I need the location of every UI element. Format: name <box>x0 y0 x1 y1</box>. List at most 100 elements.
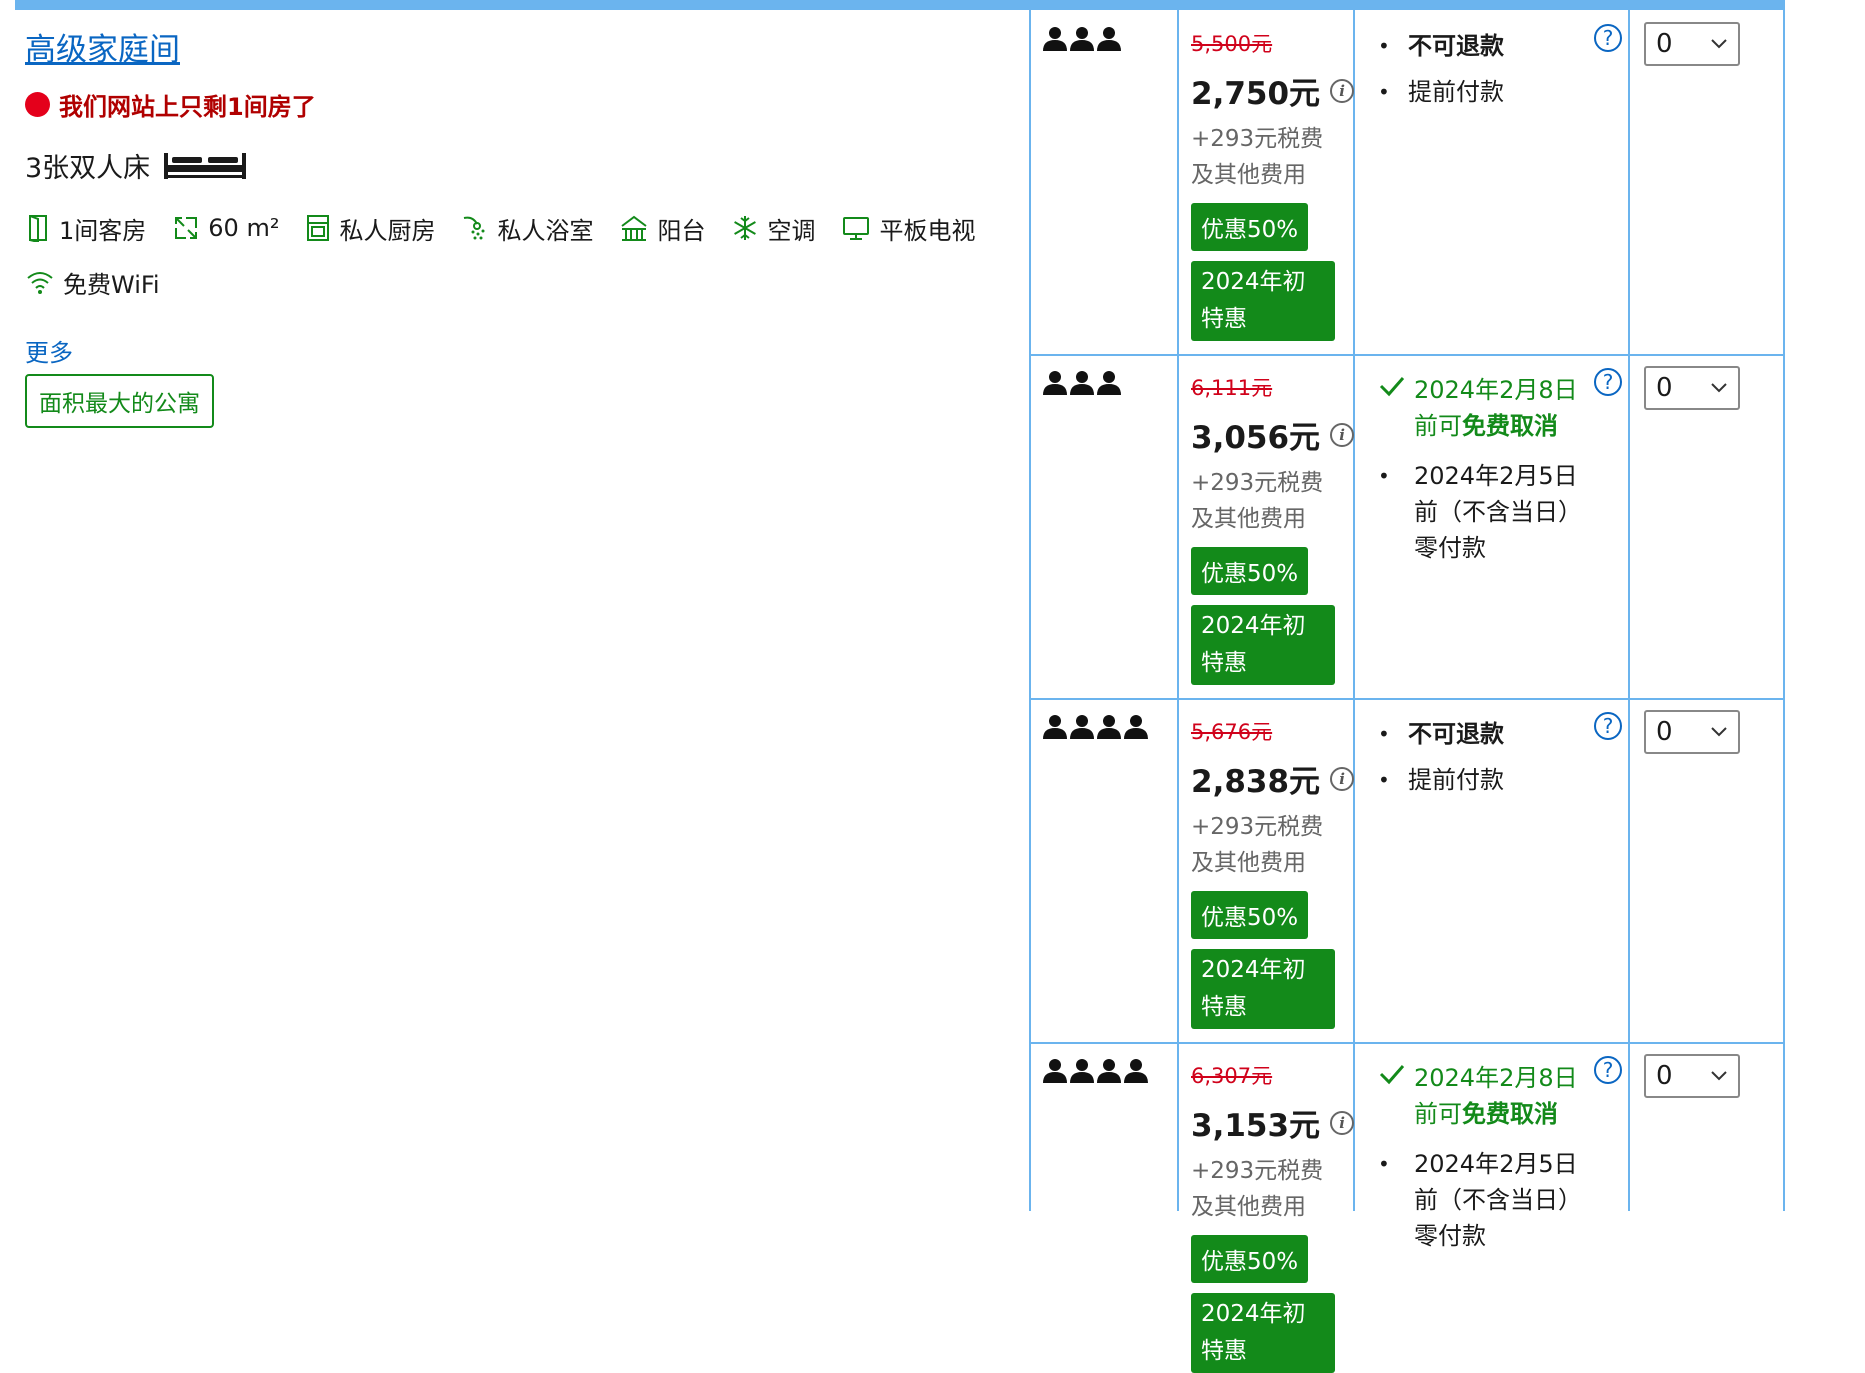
person-icon <box>1070 371 1094 395</box>
info-icon[interactable]: i <box>1330 78 1355 103</box>
person-icon <box>1043 1059 1067 1083</box>
free-cancellation-policy: 2024年2月8日前可免费取消 <box>1378 1060 1598 1132</box>
price-cell: 5,500元 2,750元 i +293元税费及其他费用 优惠50% 2024年… <box>1191 28 1355 341</box>
facility-wifi: 免费WiFi <box>25 267 160 299</box>
grid-line <box>1029 0 1031 1211</box>
info-icon[interactable]: i <box>1330 1110 1355 1135</box>
prepayment-policy: •提前付款 <box>1378 78 1504 106</box>
discount-badge: 优惠50% <box>1191 203 1309 251</box>
facility-rooms: 1间客房 <box>25 213 146 245</box>
resize-icon <box>175 217 198 239</box>
person-icon <box>1097 715 1121 739</box>
facility-bathroom: 私人浴室 <box>461 213 593 245</box>
info-icon[interactable]: i <box>1330 766 1355 791</box>
original-price: 5,676元 <box>1191 720 1273 744</box>
checkmark-icon <box>1379 377 1405 397</box>
tax-info: +293元税费及其他费用 <box>1191 126 1324 188</box>
current-price: 2,750元 <box>1191 76 1321 112</box>
help-icon[interactable]: ? <box>1594 712 1622 740</box>
current-price-row: 2,838元 i <box>1191 756 1355 801</box>
tv-icon <box>843 217 870 240</box>
tax-info: +293元税费及其他费用 <box>1191 1158 1324 1220</box>
no-prepayment-policy: •2024年2月5日前（不含当日）零付款 <box>1378 462 1582 562</box>
current-price-row: 3,056元 i <box>1191 412 1355 457</box>
facilities-list: 1间客房 60 m² 私人厨房 私人浴室 阳台 空调 平板电视 免费WiFi <box>25 213 1025 299</box>
no-prepayment-policy: •2024年2月5日前（不含当日）零付款 <box>1378 1150 1582 1250</box>
shower-icon <box>464 216 485 240</box>
grid-line <box>1353 0 1355 1211</box>
person-icon <box>1070 715 1094 739</box>
room-quantity-select[interactable]: 0 <box>1644 366 1740 410</box>
kitchen-icon <box>307 215 330 241</box>
policy-cell: 2024年2月8日前可免费取消 •2024年2月5日前（不含当日）零付款 <box>1378 1060 1598 1264</box>
bed-text: 3张双人床 <box>25 153 151 184</box>
current-price-row: 2,750元 i <box>1191 68 1355 113</box>
original-price: 6,111元 <box>1191 376 1273 400</box>
snowflake-icon <box>734 216 757 240</box>
room-title-link[interactable]: 高级家庭间 <box>25 32 180 68</box>
facility-balcony: 阳台 <box>619 213 705 245</box>
original-price: 6,307元 <box>1191 1064 1273 1088</box>
room-quantity-select[interactable]: 0 <box>1644 710 1740 754</box>
discount-badge: 优惠50% <box>1191 547 1309 595</box>
facility-tv: 平板电视 <box>841 213 975 245</box>
prepayment-policy: •提前付款 <box>1378 766 1504 794</box>
current-price: 3,153元 <box>1191 1108 1321 1144</box>
grid-line <box>1628 0 1630 1211</box>
room-info: 高级家庭间 我们网站上只剩1间房了 3张双人床 1间客房 60 m² 私人厨房 <box>25 14 1025 428</box>
current-price-row: 3,153元 i <box>1191 1100 1355 1145</box>
urgency-text: 我们网站上只剩1间房了 <box>59 93 316 121</box>
door-icon <box>29 215 47 242</box>
top-border <box>15 0 1785 10</box>
urgency-message: 我们网站上只剩1间房了 <box>25 87 1025 122</box>
tax-info: +293元税费及其他费用 <box>1191 814 1324 876</box>
grid-line <box>1029 698 1785 700</box>
price-cell: 6,307元 3,153元 i +293元税费及其他费用 优惠50% 2024年… <box>1191 1060 1355 1373</box>
discount-badge: 优惠50% <box>1191 1235 1309 1283</box>
chevron-down-icon <box>1711 727 1727 737</box>
early-2024-deal-badge: 2024年初特惠 <box>1191 261 1335 341</box>
price-cell: 5,676元 2,838元 i +293元税费及其他费用 优惠50% 2024年… <box>1191 716 1355 1029</box>
person-icon <box>1070 27 1094 51</box>
chevron-down-icon <box>1711 1071 1727 1081</box>
person-icon <box>1097 371 1121 395</box>
person-icon <box>1043 371 1067 395</box>
price-cell: 6,111元 3,056元 i +293元税费及其他费用 优惠50% 2024年… <box>1191 372 1355 685</box>
person-icon <box>1097 27 1121 51</box>
help-icon[interactable]: ? <box>1594 1056 1622 1084</box>
discount-badge: 优惠50% <box>1191 891 1309 939</box>
grid-line <box>1029 1042 1785 1044</box>
red-dot-icon <box>25 92 50 117</box>
help-icon[interactable]: ? <box>1594 368 1622 396</box>
grid-line <box>1177 0 1179 1211</box>
free-cancellation-policy: 2024年2月8日前可免费取消 <box>1378 372 1598 444</box>
tax-info: +293元税费及其他费用 <box>1191 470 1324 532</box>
room-quantity-select[interactable]: 0 <box>1644 22 1740 66</box>
early-2024-deal-badge: 2024年初特惠 <box>1191 605 1335 685</box>
more-facilities-link[interactable]: 更多 <box>25 339 73 367</box>
policy-cell: •不可退款 •提前付款 <box>1378 28 1598 120</box>
person-icon <box>1124 1059 1148 1083</box>
person-icon <box>1070 1059 1094 1083</box>
grid-line <box>1783 0 1785 1211</box>
room-quantity-select[interactable]: 0 <box>1644 1054 1740 1098</box>
facility-size: 60 m² <box>172 213 279 243</box>
non-refundable-policy: •不可退款 <box>1378 720 1504 748</box>
grid-line <box>1029 354 1785 356</box>
bed-info: 3张双人床 <box>25 146 1025 185</box>
current-price: 2,838元 <box>1191 764 1321 800</box>
person-icon <box>1097 1059 1121 1083</box>
original-price: 5,500元 <box>1191 32 1273 56</box>
checkmark-icon <box>1379 1065 1405 1085</box>
facility-kitchen: 私人厨房 <box>305 213 435 245</box>
chevron-down-icon <box>1711 383 1727 393</box>
current-price: 3,056元 <box>1191 420 1321 456</box>
policy-cell: •不可退款 •提前付款 <box>1378 716 1598 808</box>
person-icon <box>1043 27 1067 51</box>
help-icon[interactable]: ? <box>1594 24 1622 52</box>
chevron-down-icon <box>1711 39 1727 49</box>
non-refundable-policy: •不可退款 <box>1378 32 1504 60</box>
early-2024-deal-badge: 2024年初特惠 <box>1191 949 1335 1029</box>
person-icon <box>1043 715 1067 739</box>
info-icon[interactable]: i <box>1330 422 1355 447</box>
